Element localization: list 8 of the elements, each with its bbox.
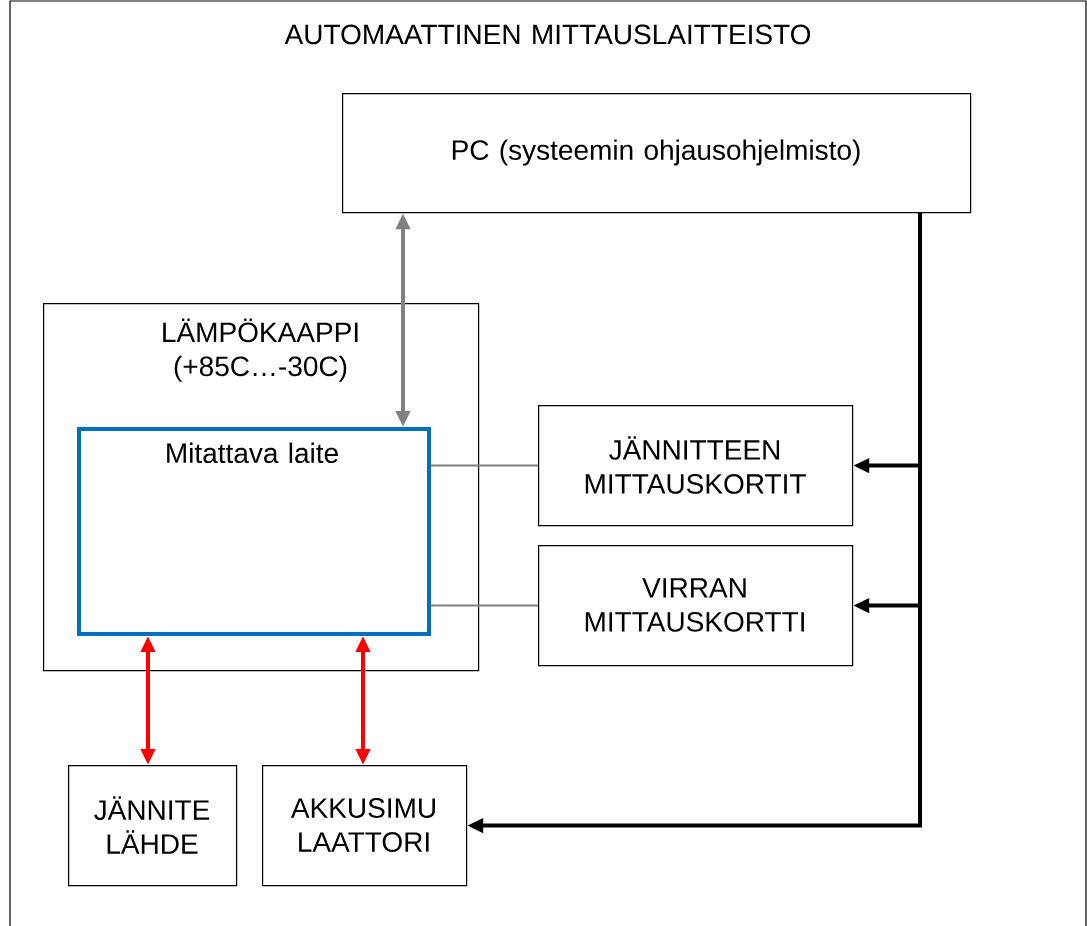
process-box: JÄNNITE LÄHDE xyxy=(68,765,238,887)
process-box: JÄNNITTEEN MITTAUSKORTIT xyxy=(538,405,854,527)
device-box: Mitattava laite xyxy=(77,427,431,636)
connector-line xyxy=(430,464,539,467)
process-box: VIRRAN MITTAUSKORTTI xyxy=(538,545,854,667)
process-box: PC (systeemin ohjausohjelmisto) xyxy=(342,93,972,214)
process-box: AKKUSIMU LAATTORI xyxy=(262,765,468,887)
connector-line xyxy=(430,604,539,607)
